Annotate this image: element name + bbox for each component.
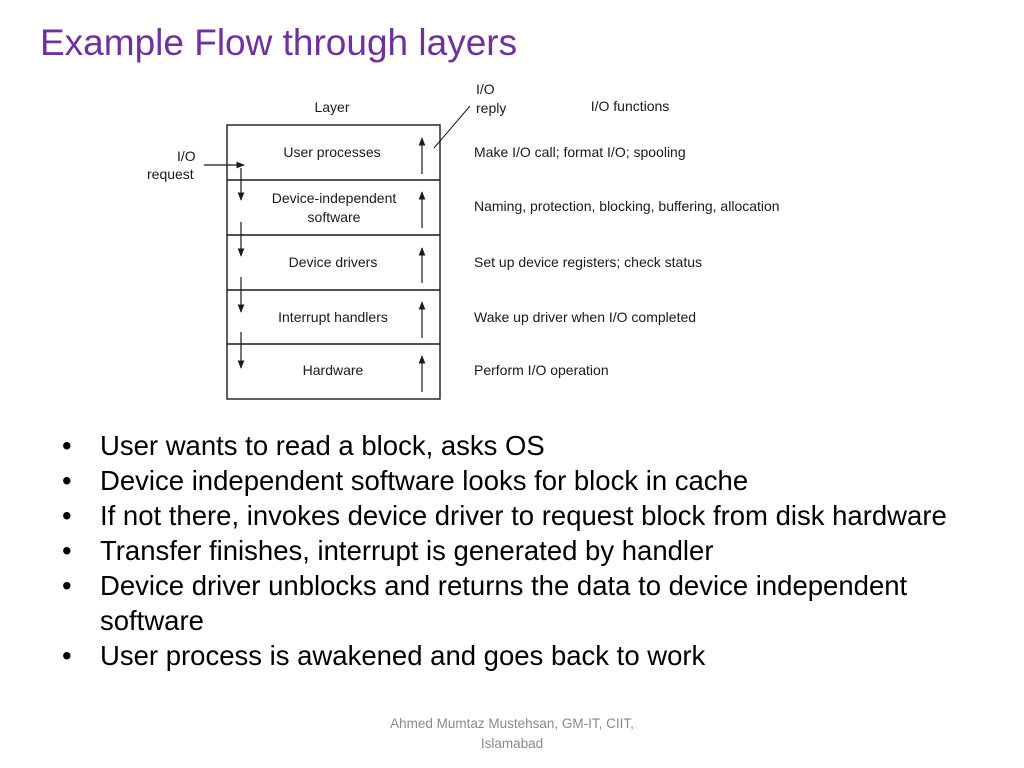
io-reply-label-line2: reply [476, 100, 506, 116]
function-user-processes: Make I/O call; format I/O; spooling [474, 144, 686, 160]
slide-footer: Ahmed Mumtaz Mustehsan, GM-IT, CIIT, Isl… [350, 714, 674, 754]
bullet-item: Device driver unblocks and returns the d… [62, 568, 962, 638]
bullet-list: User wants to read a block, asks OS Devi… [62, 428, 962, 673]
footer-line: Islamabad [480, 736, 544, 751]
functions-header: I/O functions [591, 98, 670, 114]
bullet-item: Transfer finishes, interrupt is generate… [62, 533, 962, 568]
function-device-drivers: Set up device registers; check status [474, 254, 702, 270]
io-request-label-line1: I/O [177, 148, 196, 164]
io-reply-label-line1: I/O [476, 81, 495, 97]
layer-name-user-processes: User processes [283, 144, 380, 160]
function-device-independent: Naming, protection, blocking, buffering,… [474, 198, 780, 214]
bullet-item: User process is awakened and goes back t… [62, 638, 962, 673]
function-hardware: Perform I/O operation [474, 362, 609, 378]
slide-title: Example Flow through layers [40, 22, 518, 63]
footer-line: Ahmed Mumtaz Mustehsan, GM-IT, CIIT, [390, 716, 634, 731]
bullet-item: Device independent software looks for bl… [62, 463, 962, 498]
io-layers-diagram: Layer I/O functions I/O reply I/O reques… [128, 72, 858, 424]
io-request-label-line2: request [147, 166, 194, 182]
layer-name-device-independent: Device-independent [272, 190, 397, 206]
bullet-item: If not there, invokes device driver to r… [62, 498, 962, 533]
bullet-item: User wants to read a block, asks OS [62, 428, 962, 463]
layer-name-device-drivers: Device drivers [289, 254, 378, 270]
layer-name-hardware: Hardware [303, 362, 364, 378]
function-interrupt-handlers: Wake up driver when I/O completed [474, 309, 696, 325]
layer-name-interrupt-handlers: Interrupt handlers [278, 309, 388, 325]
layer-name-device-independent-line2: software [308, 209, 361, 225]
layer-stack-box [226, 124, 441, 400]
layer-header: Layer [314, 99, 349, 115]
